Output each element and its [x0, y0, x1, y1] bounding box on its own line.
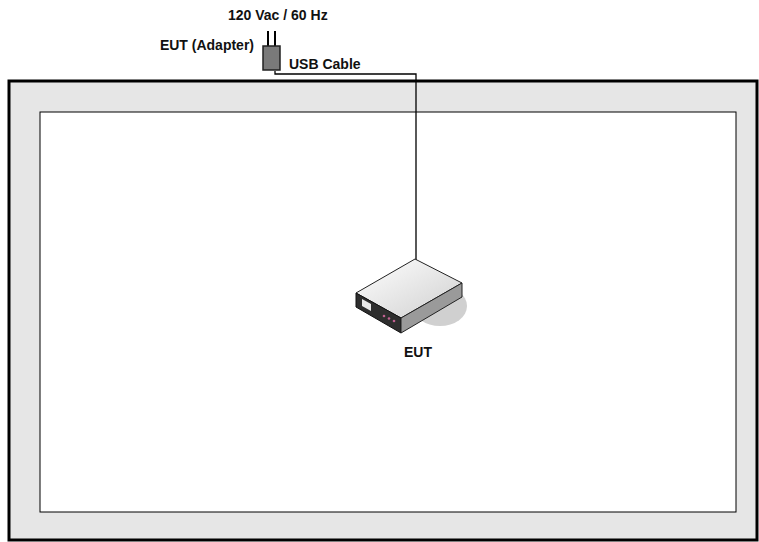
- device-label: EUT: [404, 344, 432, 360]
- router-side: [401, 283, 462, 333]
- plug-prong: [274, 31, 276, 46]
- usb-cable: [275, 71, 416, 260]
- led: [388, 317, 391, 320]
- port: [362, 299, 371, 311]
- router-front: [356, 293, 401, 333]
- plug-prong: [267, 31, 269, 46]
- adapter-label: EUT (Adapter): [160, 37, 254, 53]
- adapter-body: [263, 46, 280, 70]
- eut-device: EUT: [350, 258, 470, 362]
- table-top: [40, 112, 736, 512]
- power-label: 120 Vac / 60 Hz: [228, 7, 328, 23]
- adapter-box: EUT (Adapter): [262, 45, 281, 71]
- adapter-symbol: [262, 45, 281, 71]
- led: [393, 320, 396, 323]
- led: [383, 315, 386, 318]
- cable-label: USB Cable: [289, 56, 361, 72]
- table-outline: [9, 81, 757, 540]
